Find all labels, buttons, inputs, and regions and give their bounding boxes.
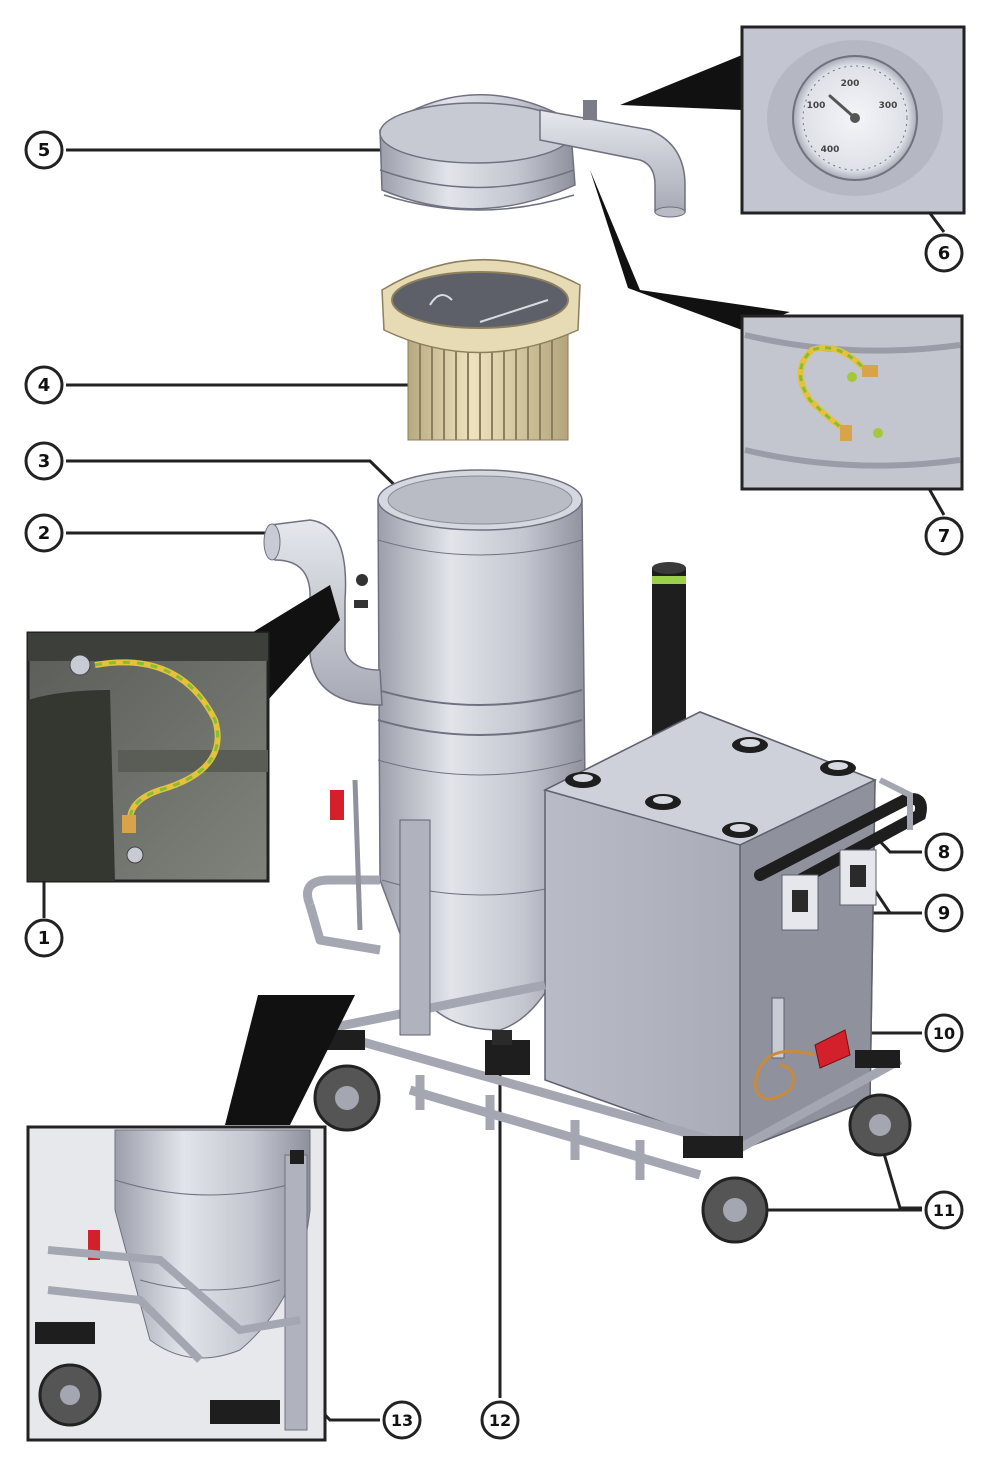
gauge-label-bottom: 400 bbox=[821, 145, 840, 155]
svg-text:8: 8 bbox=[938, 842, 951, 863]
svg-text:12: 12 bbox=[489, 1411, 511, 1430]
svg-text:9: 9 bbox=[938, 903, 951, 924]
castor-wheels bbox=[310, 1030, 912, 1244]
svg-text:4: 4 bbox=[38, 375, 51, 396]
wheel-back-right bbox=[848, 1050, 912, 1157]
callout-11: 11 bbox=[924, 1190, 964, 1230]
callout-8: 8 bbox=[924, 832, 964, 872]
chassis-frame bbox=[303, 875, 903, 1180]
callout-13: 13 bbox=[382, 1400, 422, 1440]
inset-grounding-cable-cover bbox=[590, 170, 964, 491]
power-plug-and-cable bbox=[753, 997, 851, 1101]
callout-6: 6 bbox=[924, 233, 964, 273]
wheel-front-center bbox=[683, 1136, 769, 1244]
motor-housing bbox=[542, 711, 877, 1152]
gauge-needle bbox=[828, 94, 857, 120]
svg-text:7: 7 bbox=[938, 526, 951, 547]
discharge-flap-holder bbox=[485, 1030, 530, 1075]
callout-12: 12 bbox=[480, 1400, 520, 1440]
inset-discharge-hopper bbox=[26, 995, 355, 1442]
gauge-label-right: 300 bbox=[879, 101, 898, 111]
svg-text:11: 11 bbox=[933, 1201, 955, 1220]
leader-line-3 bbox=[66, 459, 422, 512]
svg-text:3: 3 bbox=[38, 451, 51, 472]
callout-7: 7 bbox=[924, 516, 964, 556]
callout-10: 10 bbox=[924, 1013, 964, 1053]
callout-badges: 5 4 3 2 1 6 7 8 9 10 11 12 13 bbox=[24, 130, 964, 1440]
svg-text:5: 5 bbox=[38, 140, 51, 161]
gauge-label-left: 100 bbox=[807, 101, 826, 111]
callout-4: 4 bbox=[24, 365, 64, 405]
gauge-label-top: 200 bbox=[841, 79, 860, 89]
leader-line-11a bbox=[878, 1139, 922, 1210]
svg-text:2: 2 bbox=[38, 523, 51, 544]
svg-text:13: 13 bbox=[391, 1411, 413, 1430]
callout-2: 2 bbox=[24, 513, 64, 553]
inset-grounding-cable-inlet bbox=[26, 585, 340, 883]
callout-9: 9 bbox=[924, 893, 964, 933]
push-handle bbox=[754, 777, 927, 886]
svg-text:6: 6 bbox=[938, 243, 951, 264]
filter-cover bbox=[379, 94, 686, 218]
callout-3: 3 bbox=[24, 441, 64, 481]
control-switches bbox=[781, 849, 877, 931]
svg-text:1: 1 bbox=[38, 928, 51, 949]
svg-text:10: 10 bbox=[933, 1024, 955, 1043]
column-post bbox=[399, 819, 431, 1036]
lever-arm bbox=[330, 779, 363, 931]
filter-cartridge bbox=[381, 258, 581, 441]
inset-vacuum-gauge: 200 100 300 400 bbox=[620, 25, 966, 215]
callout-5: 5 bbox=[24, 130, 64, 170]
callout-1: 1 bbox=[24, 918, 64, 958]
